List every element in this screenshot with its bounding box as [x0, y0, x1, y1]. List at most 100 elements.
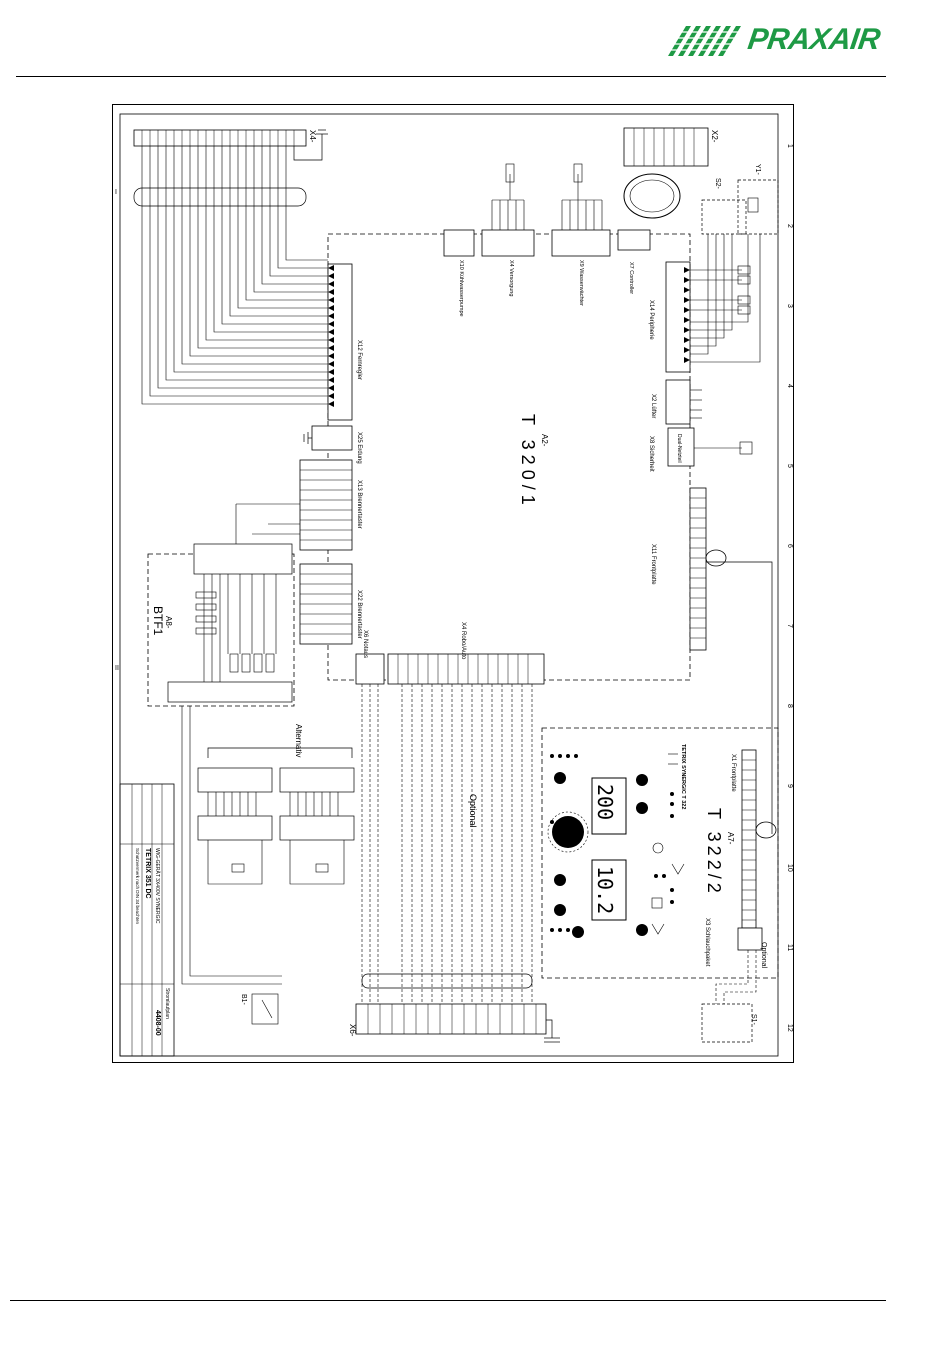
btf1-ref: A8-	[164, 616, 173, 629]
btf1-chokes	[195, 503, 300, 682]
b1-label: B1-	[240, 994, 247, 1006]
col-12: 12	[786, 1024, 793, 1032]
display-left-value: 200	[593, 784, 617, 820]
panel-leds-right	[654, 792, 674, 904]
display-left	[591, 777, 627, 835]
wiring-diagram: 1 2 3 4 5 6 7 8 9 10 11 12 I II A2- T 32…	[112, 104, 794, 1063]
col-9: 9	[786, 784, 793, 788]
col-7: 7	[786, 624, 793, 628]
display-right	[591, 859, 627, 921]
x4v-label: X4 Versorgung	[508, 260, 514, 296]
logo-stripes-icon	[664, 26, 745, 56]
x4v-wires	[491, 163, 525, 230]
x14-wires	[690, 265, 751, 315]
column-numbers: 1 2 3 4 5 6 7 8 9 10 11 12 I II	[115, 144, 793, 1032]
x6-bottom-connector	[355, 1003, 547, 1035]
page-header: PRAXAIR	[0, 0, 950, 80]
col-3: 3	[786, 304, 793, 308]
dual-netzteil-box	[667, 427, 695, 467]
col-5: 5	[786, 464, 793, 468]
dual-netzteil-label: Dual-Netzteil	[676, 434, 682, 463]
alt-connector-b-bottom	[279, 815, 355, 841]
control-board-outline	[541, 727, 779, 979]
main-board-outline	[327, 233, 691, 681]
s1-wires	[715, 950, 757, 1004]
x14-pins	[684, 267, 690, 363]
col-6: 6	[786, 544, 793, 548]
rotary-knob-icon	[552, 816, 584, 848]
row-1: I	[115, 189, 117, 196]
alt-connector-a-top	[197, 767, 273, 793]
control-board-ref: A7-	[726, 832, 735, 845]
s2-y1-wires	[690, 197, 761, 363]
main-board-name: T 320/1	[518, 414, 538, 510]
col-2: 2	[786, 224, 793, 228]
optional-robot-wires	[361, 684, 533, 1024]
x4-cable-sleeve	[133, 187, 307, 207]
praxair-logo: PRAXAIR	[664, 22, 883, 58]
title-block-grid	[120, 784, 174, 1056]
control-board-name: T 322/2	[704, 808, 724, 897]
x1-connector	[741, 749, 757, 929]
col-4: 4	[786, 384, 793, 388]
x12-pins	[328, 265, 334, 407]
panel-symbols	[651, 753, 685, 935]
x7-connector	[617, 229, 651, 251]
x9-connector	[551, 229, 611, 257]
x11-to-x1-cable	[706, 561, 773, 834]
title-block	[119, 783, 175, 1057]
frame-inner	[119, 113, 779, 1057]
x4v-connector	[481, 229, 535, 257]
x1-pins	[742, 759, 756, 921]
x10-connector	[443, 229, 475, 257]
x1-ferrite-icon	[755, 821, 777, 839]
main-board-ref: A2-	[540, 434, 549, 447]
title-notice: Schutzvermerk nach DIN 34 beachten	[135, 848, 140, 925]
x2-luefter-label: X2 Lüfter	[650, 394, 656, 418]
x2-luefter-connector	[665, 379, 691, 425]
x6-cable-sleeve	[361, 973, 533, 989]
col-10: 10	[786, 864, 793, 872]
x22-pins	[300, 573, 352, 635]
col-11: 11	[786, 944, 793, 951]
s1-label: S1-	[750, 1014, 757, 1026]
alternative-label: Alternativ	[294, 724, 303, 757]
x6-bottom-label: X6-	[348, 1024, 357, 1037]
alt-connector-b-top	[279, 767, 355, 793]
x2-top-connector	[623, 127, 709, 167]
x3-label: X3 Schlauchpaket	[704, 918, 710, 967]
col-8: 8	[786, 704, 793, 708]
brand-name: PRAXAIR	[746, 23, 883, 56]
x4-pins	[141, 130, 295, 146]
x4-top-connector	[133, 129, 307, 147]
x9-wires	[561, 163, 603, 230]
s1-switch	[701, 1003, 753, 1043]
current-sensor-ring	[623, 173, 681, 219]
display-right-value: 10.2	[593, 866, 617, 914]
x4-robo-pins	[397, 654, 529, 684]
title-product: TETRIX 351 DC	[144, 848, 151, 899]
y1-label: Y1-	[754, 164, 761, 176]
x6-notaus-connector	[355, 653, 385, 685]
x6-capacitor	[544, 1019, 560, 1043]
x1-label: X1 Frontplatte	[730, 754, 736, 792]
x7-label: X7 Controller	[628, 262, 634, 294]
x12-label: X12 Fernregler	[356, 340, 362, 380]
x4-robo-label: X4 Robo/Auto	[460, 622, 466, 660]
optional-right-label: Optional	[760, 942, 767, 969]
col-1: 1	[786, 144, 793, 148]
alternative-bracket	[207, 747, 353, 758]
title-doc-type: Stromlaufplan	[164, 988, 170, 1019]
footer-rule	[10, 1300, 886, 1301]
x13-label: X13 Brennertaster	[356, 480, 362, 529]
x9-label: X9 Wasserwächter	[578, 260, 584, 306]
rotary-knob-ring	[547, 811, 589, 853]
btf1-output-connector	[167, 681, 293, 703]
x8-wires	[694, 441, 753, 455]
x11-connector	[689, 487, 707, 651]
schematic-sheet: 1 2 3 4 5 6 7 8 9 10 11 12 I II A2- T 32…	[112, 104, 794, 1064]
x14-label: X14 Peripherie	[648, 300, 654, 340]
x13-connector	[299, 459, 353, 551]
alt-wiring	[207, 792, 345, 885]
panel-buttons	[554, 772, 648, 938]
